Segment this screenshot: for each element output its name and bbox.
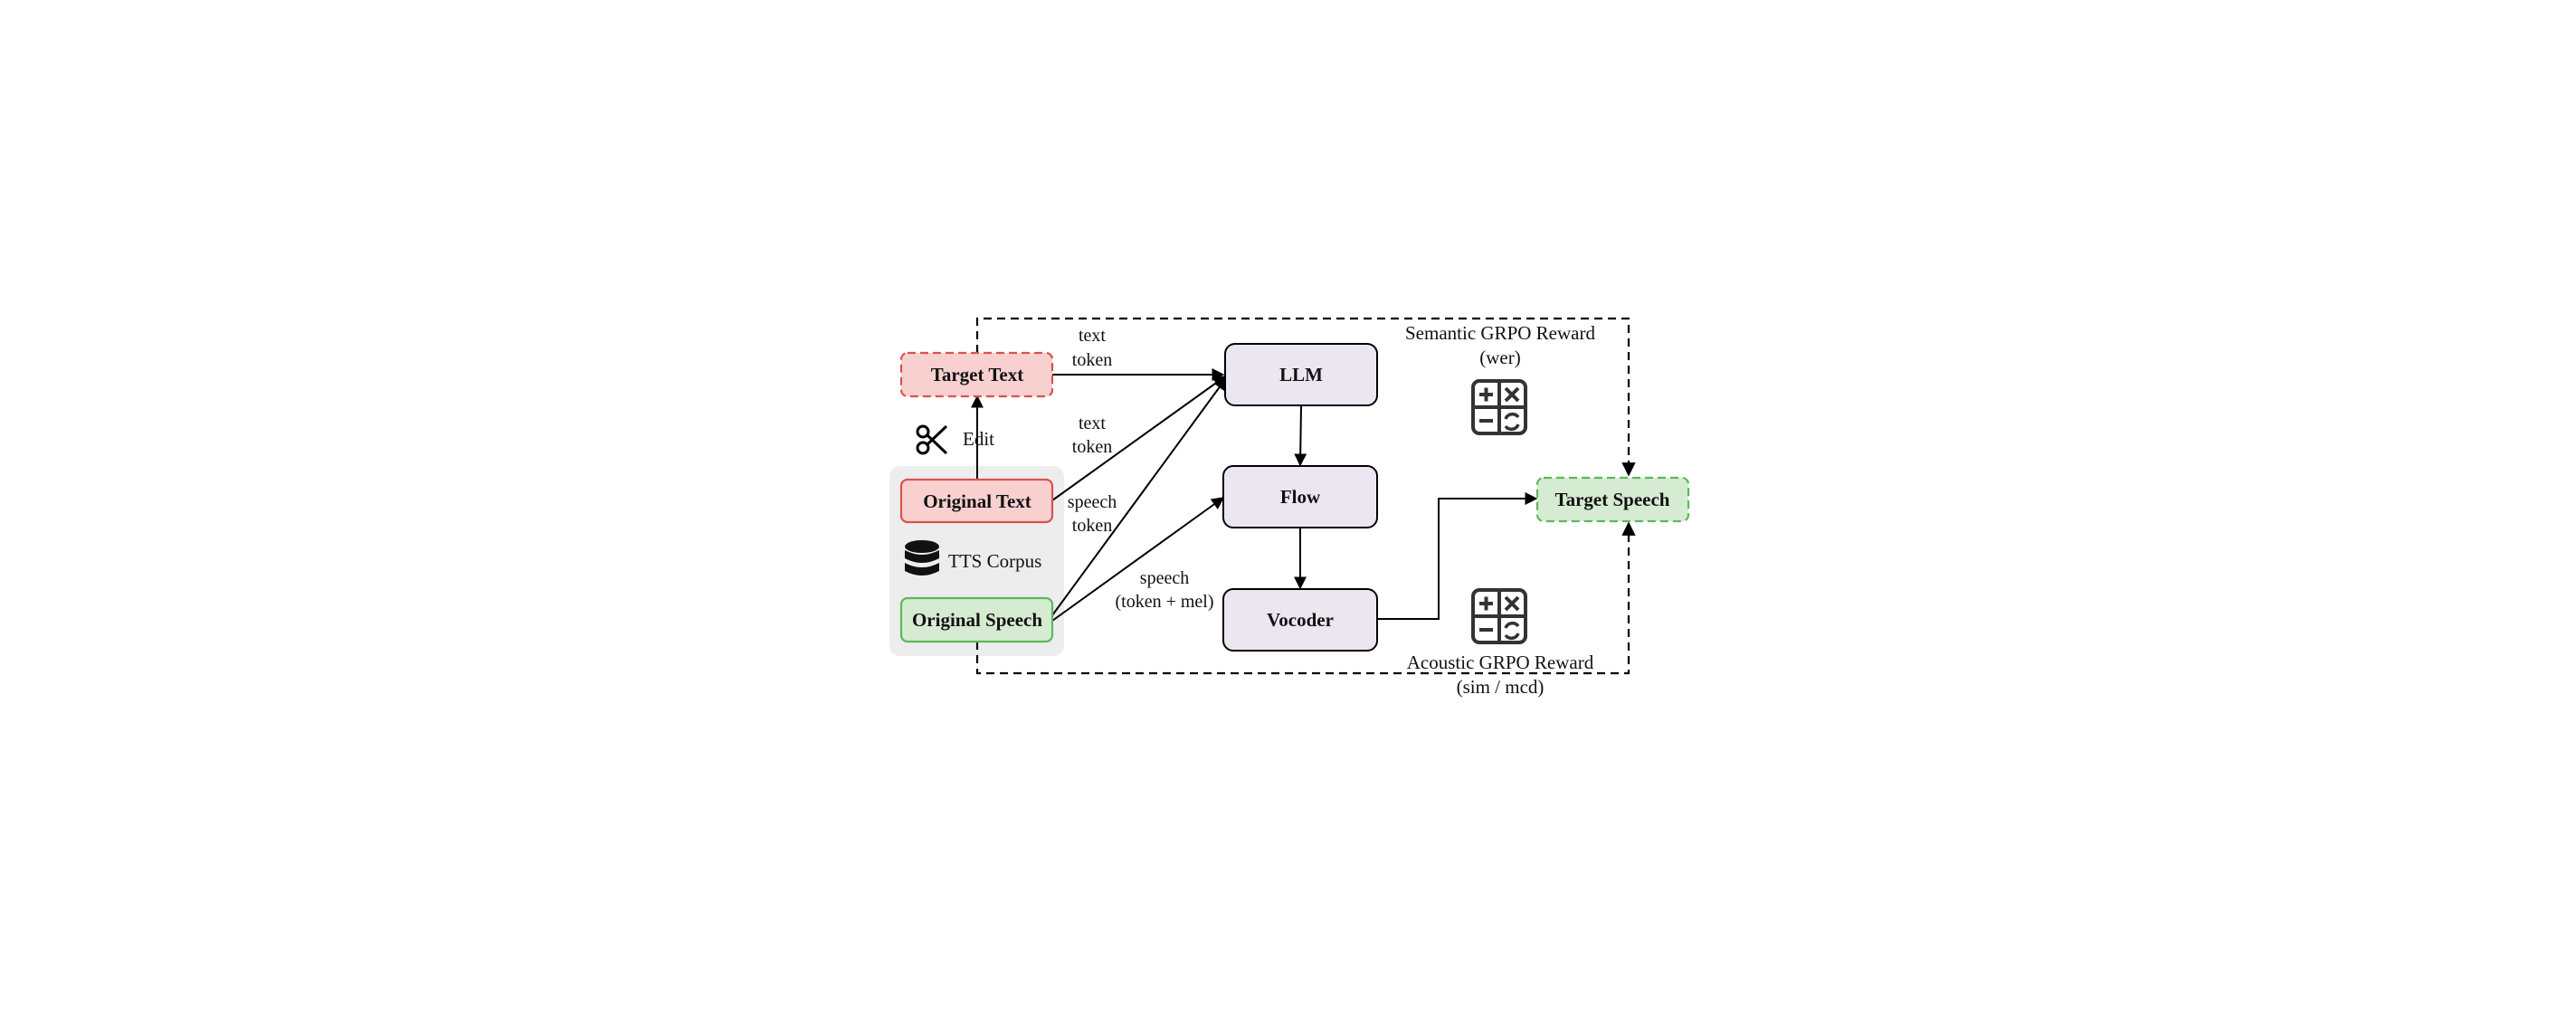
svg-text:speech: speech: [1068, 492, 1117, 512]
edge-label-text-token-2: text token: [1072, 414, 1112, 457]
edit-label: Edit: [963, 428, 994, 450]
original-speech-node: Original Speech: [899, 596, 1054, 643]
svg-text:text: text: [1079, 414, 1106, 433]
database-icon: [905, 540, 939, 576]
llm-node: LLM: [1224, 343, 1378, 406]
original-text-node: Original Text: [899, 478, 1054, 524]
original-text-label: Original Text: [923, 490, 1031, 512]
arrow-original-speech-to-llm: [1051, 376, 1227, 616]
semantic-reward-loop: [970, 317, 1636, 477]
target-speech-node: Target Speech: [1535, 476, 1690, 523]
flow-label: Flow: [1280, 486, 1321, 508]
semantic-reward-metric: (wer): [1479, 347, 1520, 368]
arrow-llm-to-flow: [1294, 404, 1307, 467]
acoustic-reward-loop: [970, 521, 1636, 675]
svg-text:token: token: [1072, 516, 1112, 536]
svg-text:token: token: [1072, 350, 1112, 370]
svg-text:(token + mel): (token + mel): [1115, 592, 1213, 612]
original-speech-label: Original Speech: [912, 609, 1042, 631]
target-text-label: Target Text: [931, 364, 1023, 385]
svg-text:token: token: [1072, 437, 1112, 457]
tts-corpus-label: TTS Corpus: [948, 550, 1041, 572]
acoustic-reward-metric: (sim / mcd): [1457, 676, 1545, 698]
arrow-original-text-to-llm: [1051, 376, 1227, 501]
semantic-reward-title: Semantic GRPO Reward: [1405, 322, 1595, 344]
svg-text:text: text: [1079, 326, 1106, 346]
acoustic-reward-title: Acoustic GRPO Reward: [1407, 652, 1594, 673]
arrow-original-speech-to-flow: [1051, 497, 1225, 622]
svg-text:speech: speech: [1140, 568, 1189, 588]
target-text-node: Target Text: [899, 351, 1054, 398]
edge-label-text-token-1: text token: [1072, 326, 1112, 370]
scissors-icon: [916, 424, 948, 455]
calculator-icon: [1471, 379, 1527, 435]
edge-label-speech-token: speech token: [1068, 492, 1117, 536]
target-speech-label: Target Speech: [1555, 489, 1670, 510]
arrow-vocoder-to-target-speech: [1377, 492, 1538, 620]
flow-node: Flow: [1222, 465, 1378, 528]
llm-label: LLM: [1279, 364, 1323, 385]
vocoder-node: Vocoder: [1222, 588, 1378, 652]
vocoder-label: Vocoder: [1267, 609, 1334, 631]
edge-label-speech-token-mel: speech (token + mel): [1115, 568, 1213, 612]
calculator-icon: [1471, 588, 1527, 644]
